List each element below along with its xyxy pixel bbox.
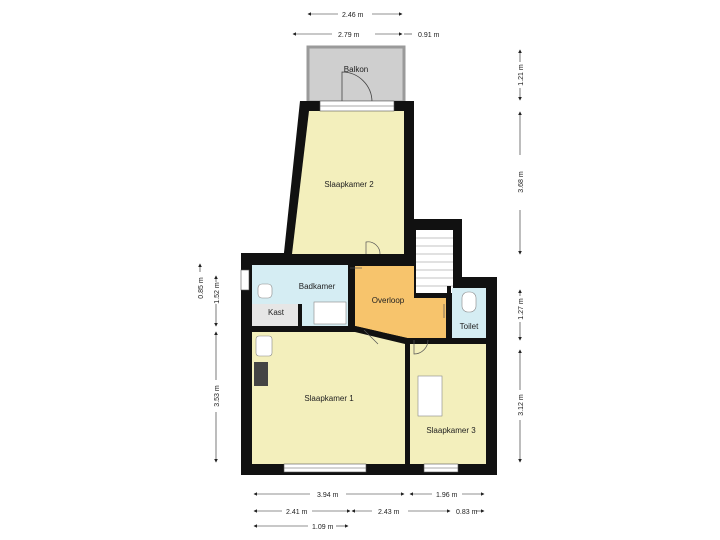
label-badkamer: Badkamer (299, 282, 336, 291)
label-slaapkamer-3: Slaapkamer 3 (426, 426, 476, 435)
dim-right-balcony: 1.21 m (518, 64, 525, 86)
bath-sink (257, 283, 273, 299)
toilet-bowl (461, 291, 477, 313)
label-balkon: Balkon (344, 65, 368, 74)
room-slaapkamer-2 (292, 111, 404, 254)
dim-left-bed1: 3.53 m (214, 385, 221, 407)
bath-shower (313, 301, 347, 325)
dim-bottom2-right: 0.83 m (456, 509, 478, 516)
label-slaapkamer-1: Slaapkamer 1 (304, 394, 354, 403)
bed3-bed (417, 375, 443, 417)
balcony (306, 45, 406, 104)
dim-top-right: 0.91 m (418, 32, 440, 39)
doors (350, 241, 445, 355)
room-slaapkamer-1 (252, 332, 405, 464)
interior-walls (252, 265, 486, 464)
dim-right-bed3: 3.12 m (518, 394, 525, 416)
dim-top-overall: 2.46 m (342, 12, 364, 19)
bath-window (240, 269, 250, 291)
balcony-floor (307, 46, 405, 103)
dim-right-bed2: 3.68 m (518, 171, 525, 193)
stairs-floor (416, 230, 453, 293)
label-overloop: Overloop (372, 296, 405, 305)
dim-bottom-bed1: 3.94 m (317, 492, 339, 499)
dim-left-bath: 1.52 m (214, 282, 221, 304)
label-kast: Kast (268, 308, 285, 317)
label-toilet: Toilet (460, 322, 479, 331)
door-bed3 (413, 339, 429, 355)
dim-bottom2-left: 2.41 m (286, 509, 308, 516)
door-bed2 (365, 241, 381, 255)
balcony-door-swing (341, 71, 373, 103)
dimension-lines (198, 12, 522, 528)
door-bed1 (363, 329, 379, 345)
dim-bottom3: 1.09 m (312, 524, 334, 531)
bed1-sink (255, 335, 273, 357)
label-slaapkamer-2: Slaapkamer 2 (324, 180, 374, 189)
dim-bottom2-mid: 2.43 m (378, 509, 400, 516)
dim-bottom-bed3: 1.96 m (436, 492, 458, 499)
dim-top-balcony: 2.79 m (338, 32, 360, 39)
bed1-stove (254, 362, 268, 386)
dim-left-top: 0.85 m (198, 277, 205, 299)
stairs (416, 230, 453, 293)
room-kast (252, 304, 300, 326)
room-overloop (355, 266, 446, 338)
dim-right-toilet: 1.27 m (518, 298, 525, 320)
